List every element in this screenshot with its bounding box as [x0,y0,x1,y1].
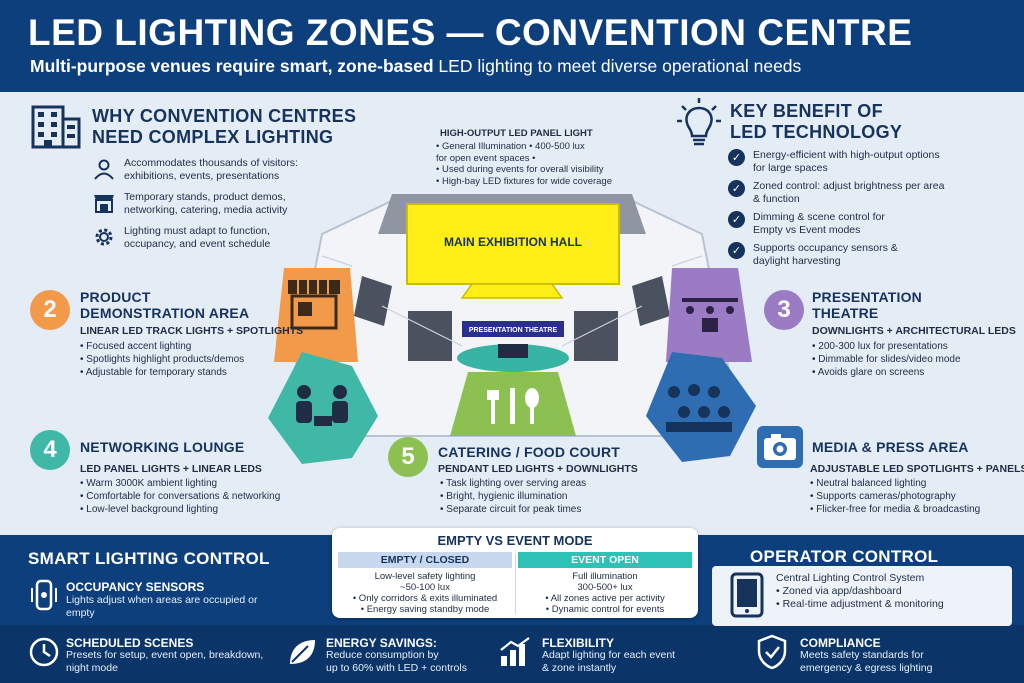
why-title: WHY CONVENTION CENTRES NEED COMPLEX LIGH… [92,106,357,147]
benefit-item-zoned: ✓ Zoned control: adjust brightness per a… [728,180,988,206]
why-item-visitors: Accommodates thousands of visitors:exhib… [92,157,322,183]
check-icon: ✓ [728,149,745,166]
zone5-list: • Task lighting over serving areas• Brig… [440,478,587,515]
check-icon: ✓ [728,211,745,228]
stall-icon [94,195,114,213]
shield-icon [757,634,787,670]
stall-body [290,294,338,330]
mode-divider [515,554,516,614]
mode-event-head: EVENT OPEN [518,552,692,568]
floor-plan: MAIN EXHIBITION HALL PRESENTATION THEATR… [268,194,756,464]
mode-comparison-card: EMPTY VS EVENT MODE EMPTY / CLOSED Low-l… [332,528,698,618]
benefit-item-efficiency: ✓ Energy-efficient with high-output opti… [728,149,988,175]
stall-window [298,302,312,316]
right-block-a [632,276,670,326]
leaf-icon [290,640,315,664]
corridor-lines [321,255,703,347]
benefit-title: KEY BENEFIT OF LED TECHNOLOGY [730,101,903,142]
clock-icon [29,637,59,667]
footer-scheduled-text: Presets for setup, event open, breakdown… [66,649,264,674]
awning-stripes [297,280,329,294]
zone3-type: DOWNLIGHTS + ARCHITECTURAL LEDS [812,325,1016,337]
sensor-icon [31,579,57,611]
page-subtitle: Multi-purpose venues require smart, zone… [30,56,802,76]
occupancy-text: Lights adjust when areas are occupied or… [66,594,258,619]
media-type: ADJUSTABLE LED SPOTLIGHTS + PANELS [810,463,1024,475]
mode-card-title: EMPTY VS EVENT MODE [437,533,593,548]
benefit-item-sensors: ✓ Supports occupancy sensors &daylight h… [728,242,988,268]
main-hall-list: • General Illumination • 400-500 lux for… [436,141,612,187]
operator-title: OPERATOR CONTROL [750,547,939,566]
zone3-list: • 200-300 lux for presentations• Dimmabl… [812,341,961,378]
footer-scheduled-head: SCHEDULED SCENES [66,636,194,650]
footer-energy-head: ENERGY SAVINGS: [326,636,437,650]
main-hall-type: HIGH-OUTPUT LED PANEL LIGHT [440,128,593,139]
footer-flexibility-text: Adapt lighting for each event& zone inst… [542,649,676,674]
media-list: • Neutral balanced lighting• Supports ca… [810,478,981,515]
lounge-people [296,385,348,426]
growth-chart-icon [500,637,530,666]
header-banner: LED LIGHTING ZONES — CONVENTION CENTRE M… [0,0,1024,92]
why-item-stands: Temporary stands, product demos,networki… [92,191,322,217]
main-hall-block [406,203,620,285]
right-block-b [574,311,618,361]
zone2-list: • Focused accent lighting• Spotlights hi… [80,341,245,378]
footer-flexibility-head: FLEXIBILITY [542,636,614,650]
zone4-lounge [268,352,378,464]
zone3-badge: 3 [764,290,804,330]
zone5-badge: 5 [388,437,428,477]
check-icon: ✓ [728,180,745,197]
zone4-title: NETWORKING LOUNGE [80,439,245,455]
zone4-badge: 4 [30,430,70,470]
person-icon [94,159,114,180]
page-title: LED LIGHTING ZONES — CONVENTION CENTRE [28,12,913,53]
why-item-adapt: Lighting must adapt to function,occupanc… [92,225,322,251]
media-title: MEDIA & PRESS AREA [812,439,969,455]
left-block-b [408,311,452,361]
stage-podium [498,344,528,358]
tablet-icon [730,572,764,618]
gear-icon [95,228,113,246]
building-icon [31,105,81,149]
zone2-type: LINEAR LED TRACK LIGHTS + SPOTLIGHTS [80,325,304,337]
zone5-type: PENDANT LED LIGHTS + DOWNLIGHTS [438,463,638,475]
zone4-list: • Warm 3000K ambient lighting• Comfortab… [80,478,281,515]
mode-event: EVENT OPEN Full illumination 300-500+ lu… [518,552,692,615]
lightbulb-icon [677,98,721,146]
footer-compliance-head: COMPLIANCE [800,636,881,650]
mode-empty: EMPTY / CLOSED Low-level safety lighting… [338,552,512,615]
mode-empty-head: EMPTY / CLOSED [338,552,512,568]
truss-bar [682,298,738,302]
main-hall-label: MAIN EXHIBITION HALL [444,235,582,249]
zone5-title: CATERING / FOOD COURT [438,444,621,460]
stall-awning [288,280,340,294]
operator-text: Central Lighting Control System • Zoned … [776,572,944,610]
left-block-a [354,276,392,326]
truss-lights [686,306,734,332]
stage-sign: PRESENTATION THEATRE [469,327,558,334]
smart-control-title: SMART LIGHTING CONTROL [28,549,270,568]
camera-icon [757,426,803,468]
audience-icon [666,384,732,432]
main-hall-front [460,283,564,299]
zone3-presentation [666,268,752,362]
zone4-type: LED PANEL LIGHTS + LINEAR LEDS [80,463,262,475]
check-icon: ✓ [728,242,745,259]
stage-sign-board [462,321,564,337]
occupancy-head: OCCUPANCY SENSORS [66,580,205,594]
zone2-badge: 2 [30,290,70,330]
cutlery-icon [487,388,539,424]
